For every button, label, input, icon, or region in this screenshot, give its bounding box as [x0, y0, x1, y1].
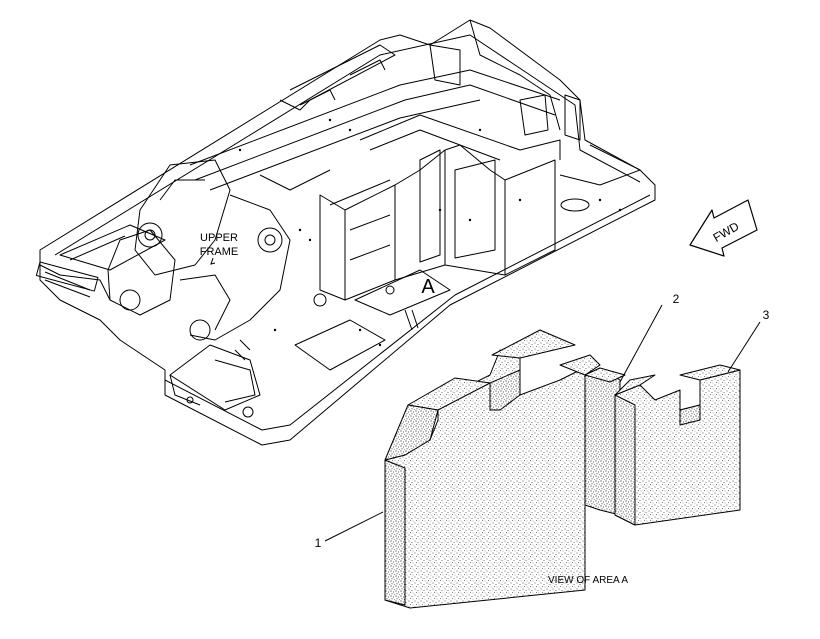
upper-frame-label-line1: UPPER — [200, 232, 238, 244]
callout-2-number: 2 — [673, 292, 680, 306]
upper-frame-label-line2: FRAME — [200, 246, 239, 258]
callout-1-number: 1 — [315, 536, 322, 550]
part-1-block — [384, 329, 601, 609]
callout-leaders — [324, 304, 761, 542]
view-caption: VIEW OF AREA A — [548, 575, 628, 586]
upper-frame-drawing — [35, 19, 656, 446]
area-a-marker: A — [421, 276, 435, 298]
callout-3-number: 3 — [763, 308, 770, 322]
forward-arrow-icon: FWD — [689, 199, 758, 257]
part-3-block — [614, 364, 741, 526]
part-2-block — [584, 367, 626, 516]
callout-1-leader — [324, 511, 384, 542]
callout-3-leader — [727, 321, 761, 373]
upper-frame-leader — [210, 257, 216, 265]
callout-2-leader — [619, 304, 663, 383]
